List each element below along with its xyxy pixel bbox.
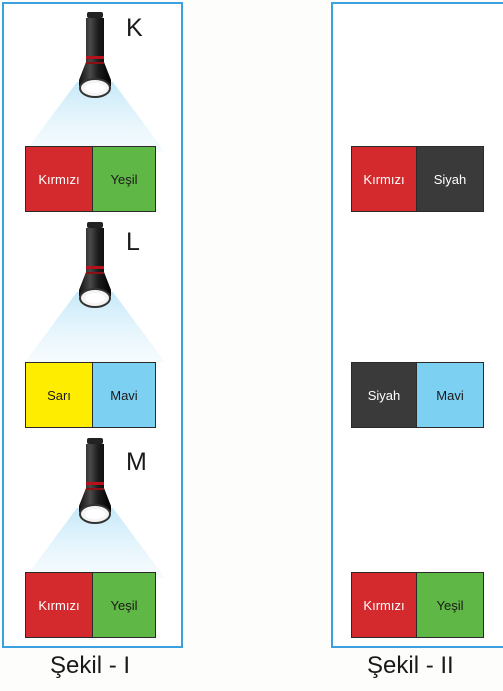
light-source-label-2: M	[126, 448, 147, 477]
light-source-label-0: K	[126, 14, 143, 43]
observed-block-1-cell-2: Siyah	[416, 147, 483, 211]
color-block-1-cell-2: Yeşil	[92, 147, 155, 211]
flashlight-icon	[75, 10, 115, 102]
flashlight-icon	[75, 436, 115, 528]
observed-block-2-cell-1: Siyah	[352, 363, 416, 427]
color-block-3-cell-1: Kırmızı	[26, 573, 92, 637]
observed-block-3-cell-2: Yeşil	[416, 573, 483, 637]
color-block-1-cell-1: Kırmızı	[26, 147, 92, 211]
figure-2-frame	[331, 2, 503, 648]
light-source-label-1: L	[126, 228, 140, 257]
observed-block-2-cell-2: Mavi	[416, 363, 483, 427]
observed-block-1-cell-1: Kırmızı	[352, 147, 416, 211]
color-block-3-cell-2: Yeşil	[92, 573, 155, 637]
figure-1-caption: Şekil - I	[50, 652, 130, 680]
observed-block-3-cell-1: Kırmızı	[352, 573, 416, 637]
flashlight-icon	[75, 220, 115, 312]
color-block-2-cell-2: Mavi	[92, 363, 155, 427]
figure-2-caption: Şekil - II	[367, 652, 454, 680]
color-block-2-cell-1: Sarı	[26, 363, 92, 427]
